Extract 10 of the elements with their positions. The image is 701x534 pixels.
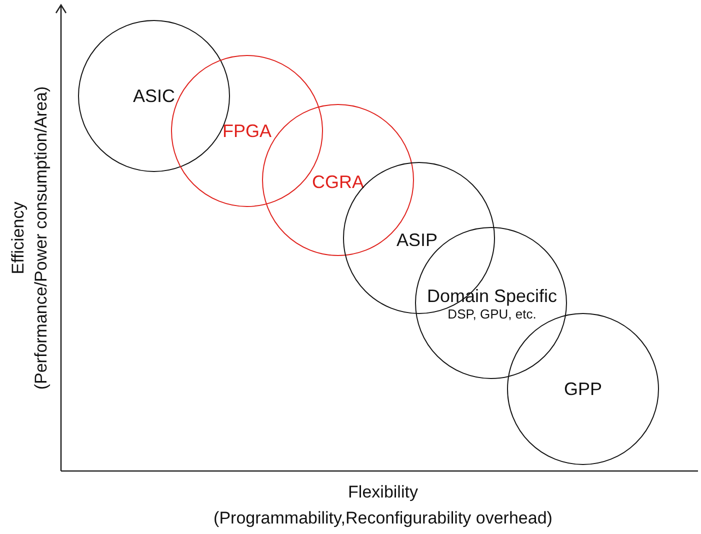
axis-title: Efficiency bbox=[10, 202, 26, 274]
circle-label: GPP bbox=[564, 380, 602, 398]
axis-title: Flexibility bbox=[348, 484, 418, 500]
circle-label: ASIC bbox=[133, 87, 175, 105]
axis-subtitle: (Programmability,Reconfigurability overhead) bbox=[214, 510, 552, 526]
circle-sublabel: DSP, GPU, etc. bbox=[448, 308, 536, 320]
circle-label: ASIP bbox=[396, 231, 438, 249]
circle-label: CGRA bbox=[312, 173, 364, 191]
axis-subtitle: (Performance/Power consumption/Area) bbox=[32, 86, 50, 390]
circle-label: FPGA bbox=[222, 122, 272, 140]
